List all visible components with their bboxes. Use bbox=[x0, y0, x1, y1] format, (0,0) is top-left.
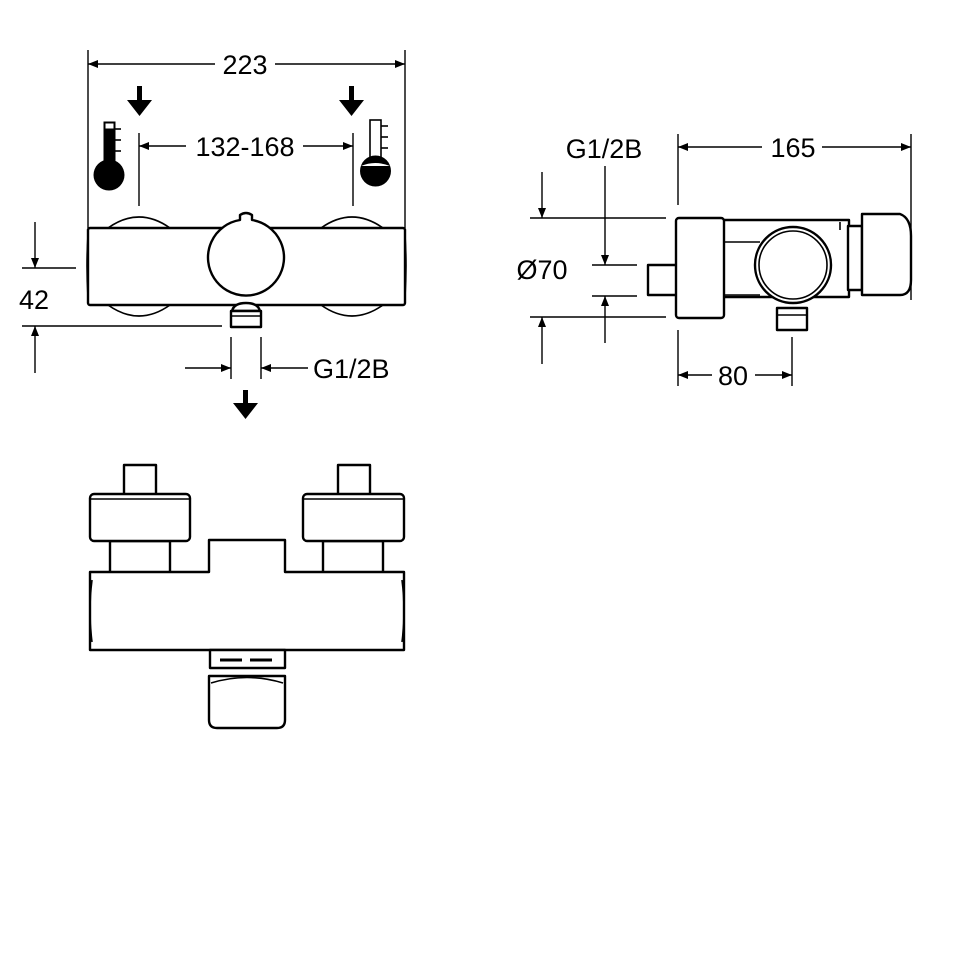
depth-label: 42 bbox=[19, 285, 49, 315]
projection-label: 165 bbox=[770, 133, 815, 163]
diameter-label: Ø70 bbox=[516, 255, 567, 285]
outlet-offset-label: 80 bbox=[718, 361, 748, 391]
dimension-depth: 42 bbox=[19, 222, 222, 373]
dimension-outlet-offset: 80 bbox=[677, 330, 793, 391]
inlet-arrow-icon bbox=[127, 86, 364, 116]
dimension-thread bbox=[592, 166, 637, 343]
thermometer-hot-icon bbox=[93, 121, 125, 191]
thermometer-cold-icon bbox=[360, 119, 391, 187]
bottom-view bbox=[88, 463, 406, 730]
outlet-arrow-icon bbox=[233, 390, 258, 419]
thermostat-knob-side bbox=[753, 225, 833, 305]
dimension-outlet-thread: G1/2B bbox=[185, 337, 390, 384]
thermostat-knob bbox=[206, 211, 286, 297]
thread-label: G1/2B bbox=[566, 134, 643, 164]
dimension-projection: 165 bbox=[677, 133, 912, 300]
dimension-centers: 132-168 bbox=[138, 132, 354, 206]
outlet-thread-label: G1/2B bbox=[313, 354, 390, 384]
width-label: 223 bbox=[222, 50, 267, 80]
side-view: 165 G1/2B Ø70 bbox=[516, 133, 913, 391]
centers-label: 132-168 bbox=[195, 132, 294, 162]
dimension-width: 223 bbox=[87, 50, 406, 228]
mixer-body-bottom bbox=[88, 538, 406, 652]
wall-flange bbox=[674, 216, 726, 320]
dimension-diameter: Ø70 bbox=[516, 172, 666, 364]
outlet-bottom bbox=[207, 674, 287, 730]
handle bbox=[860, 212, 913, 297]
front-view: 223 bbox=[19, 50, 407, 419]
